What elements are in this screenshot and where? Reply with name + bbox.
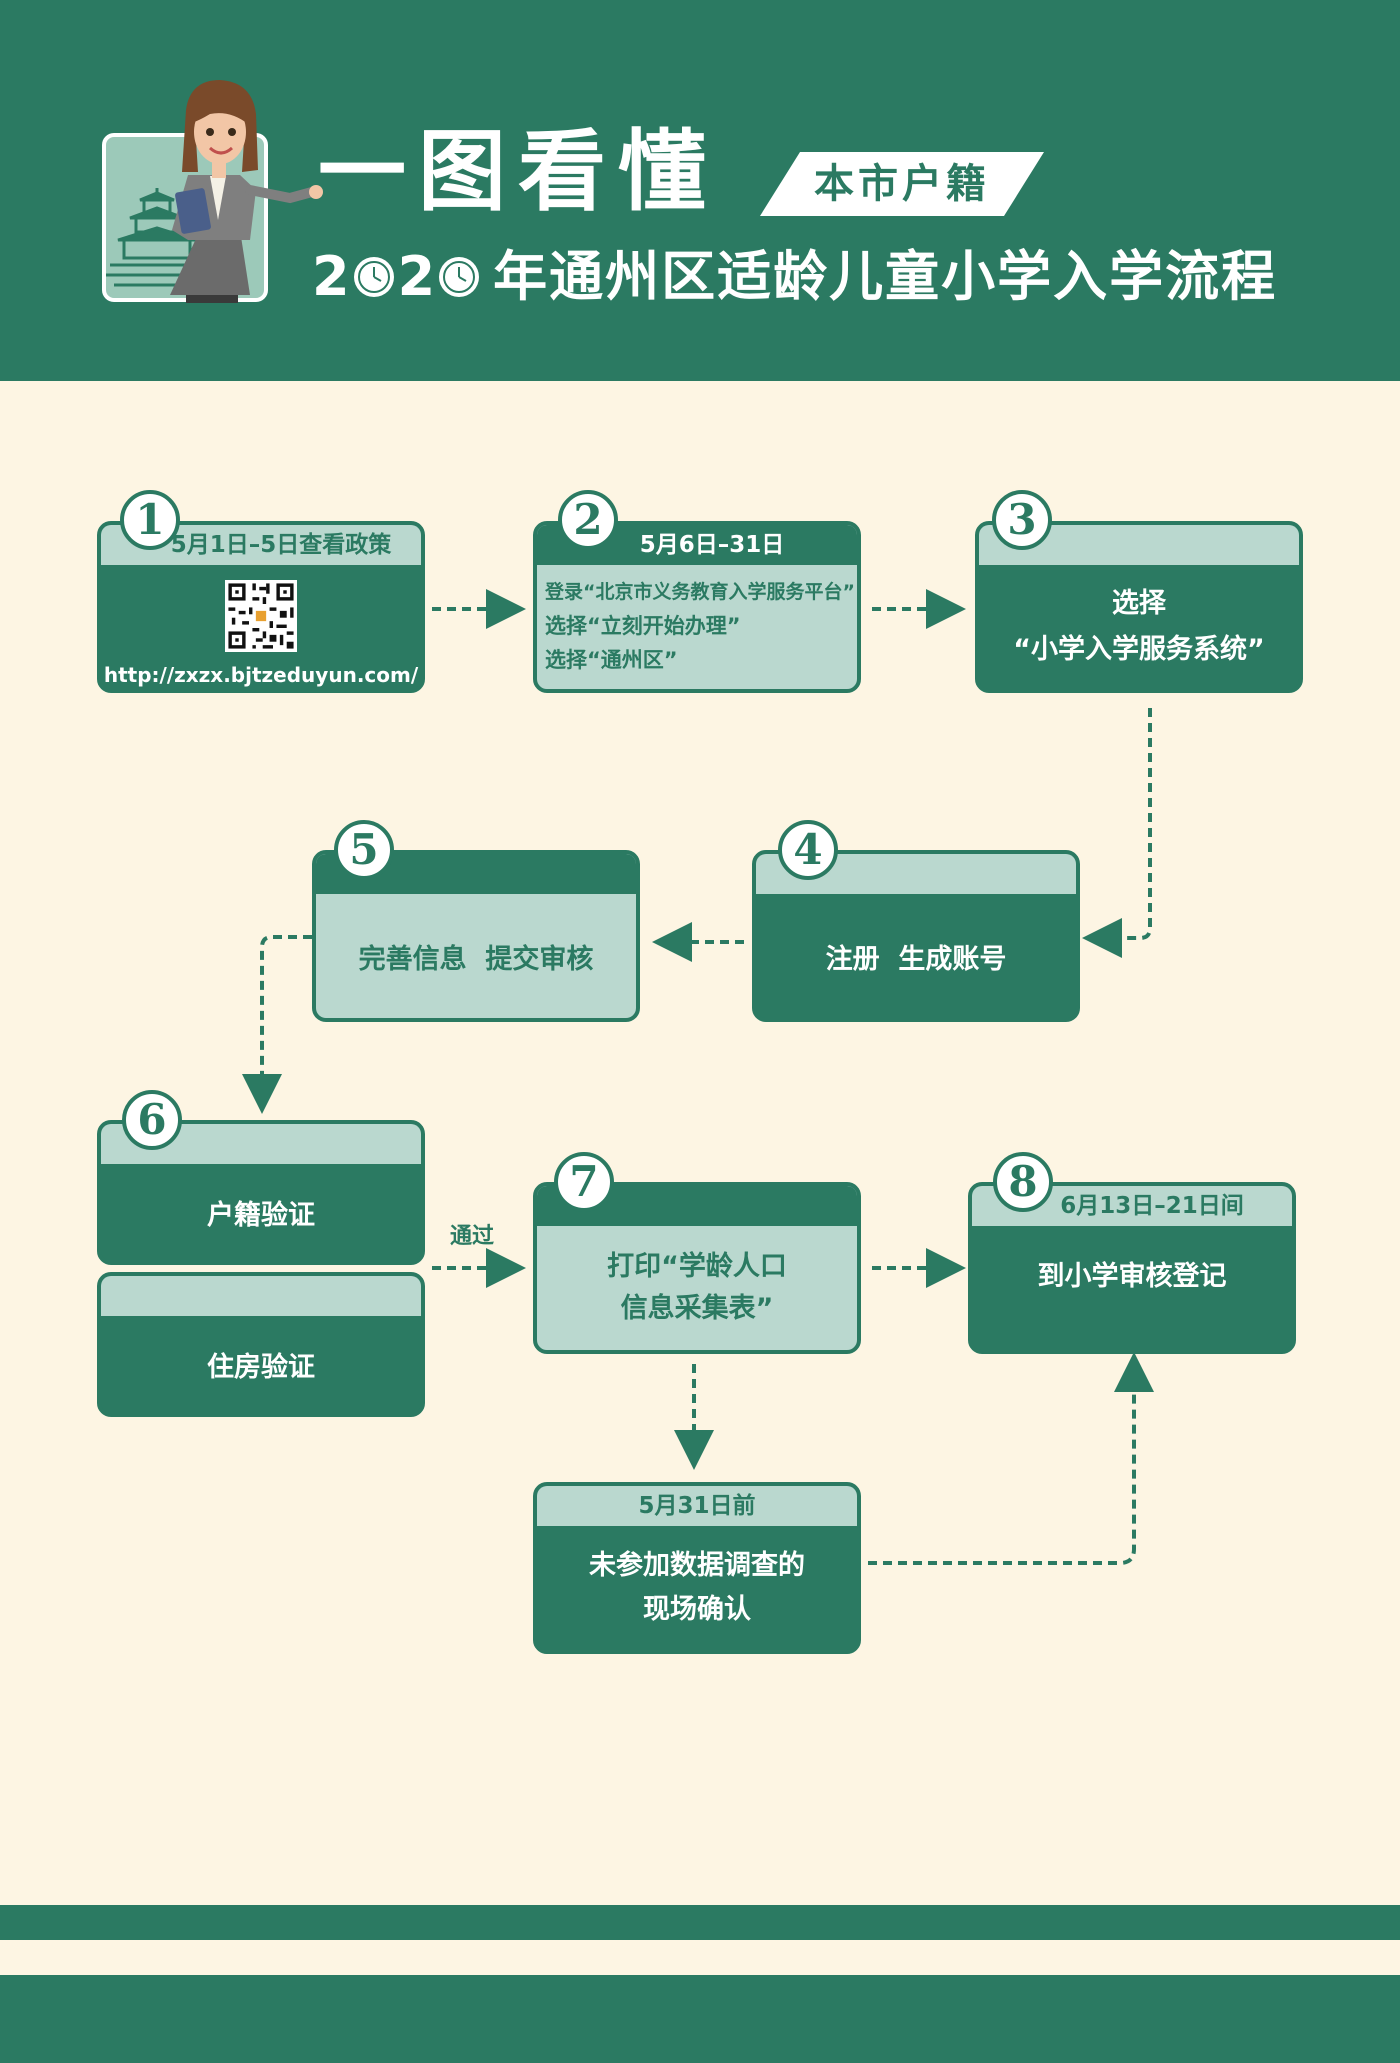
step-4-text: 注册 生成账号: [825, 943, 1007, 975]
step-6b-text: 住房验证: [207, 1352, 315, 1383]
step-2-line: 登录“北京市义务教育入学服务平台”: [545, 581, 855, 603]
step-3-box: 选择 “小学入学服务系统”: [975, 521, 1303, 693]
step-2-text: 登录“北京市义务教育入学服务平台” 选择“立刻开始办理” 选择“通州区”: [537, 569, 857, 683]
step-7-line: 打印“学龄人口: [607, 1251, 787, 1282]
pass-label: 通过: [450, 1224, 495, 1249]
step-2-line: 选择“通州区”: [545, 648, 678, 672]
step-2-line: 选择“立刻开始办理”: [545, 614, 741, 638]
teacher-illustration: [102, 80, 323, 303]
footer-stripe-thin: [0, 1905, 1400, 1940]
clock-icon: [353, 257, 394, 297]
qr-code-icon: [225, 580, 297, 652]
arrow-9-8: [868, 1352, 1154, 1565]
footer-band: [0, 1975, 1400, 2063]
arrow-5-6: [242, 935, 312, 1114]
step-5-text: 完善信息 提交审核: [358, 943, 594, 975]
arrow-3-4: [1082, 708, 1152, 958]
step-7-line: 信息采集表”: [620, 1293, 774, 1324]
temple-icon: [106, 188, 208, 287]
step-7-text: 打印“学龄人口 信息采集表”: [537, 1226, 857, 1350]
step-5-number: 5: [334, 820, 394, 880]
badge-shape: [760, 152, 1044, 216]
step-2-number: 2: [558, 490, 618, 550]
step-3-line: 选择: [1112, 588, 1166, 619]
step-8-date: 6月13日–21日间: [1060, 1193, 1244, 1219]
onsite-confirm-date: 5月31日前: [638, 1493, 756, 1519]
year-digit: 2: [397, 245, 436, 308]
step-6-text: 户籍验证: [207, 1200, 315, 1231]
subtitle-text: 年通州区适龄儿童小学入学流程: [493, 245, 1278, 308]
badge-label: 本市户籍: [814, 161, 990, 207]
header-banner: 一图看懂 本市户籍 2 2 年通州区适龄儿童小学入学流程: [0, 0, 1400, 381]
step-6-number: 6: [122, 1090, 182, 1150]
onsite-confirm-header: [537, 1486, 857, 1526]
main-title: 一图看懂: [318, 120, 719, 223]
step-8-number: 8: [993, 1152, 1053, 1212]
step-6b-box: 住房验证: [97, 1272, 425, 1417]
onsite-confirm-line: 未参加数据调查的: [589, 1550, 805, 1581]
step-8-text: 到小学审核登记: [1037, 1260, 1227, 1292]
year-digit: 2: [312, 245, 350, 308]
step-1-date: 5月1日–5日查看政策: [170, 532, 392, 558]
step-6b-header: [101, 1276, 421, 1316]
subtitle: 2 2 年通州区适龄儿童小学入学流程: [312, 242, 1277, 312]
step-7-number: 7: [554, 1152, 614, 1212]
step-3-line: “小学入学服务系统”: [1013, 634, 1265, 665]
step-1-number: 1: [120, 490, 180, 550]
onsite-confirm-text: 未参加数据调查的 现场确认: [537, 1526, 857, 1650]
step-1-url[interactable]: http://zxzx.bjtzeduyun.com/: [103, 663, 419, 687]
step-2-date: 5月6日–31日: [639, 532, 785, 558]
step-3-number: 3: [992, 490, 1052, 550]
clock-icon: [439, 257, 480, 297]
onsite-confirm-box: 5月31日前 未参加数据调查的 现场确认: [533, 1482, 861, 1654]
onsite-confirm-line: 现场确认: [643, 1594, 751, 1625]
step-3-text: 选择 “小学入学服务系统”: [979, 565, 1299, 689]
step-4-number: 4: [778, 820, 838, 880]
